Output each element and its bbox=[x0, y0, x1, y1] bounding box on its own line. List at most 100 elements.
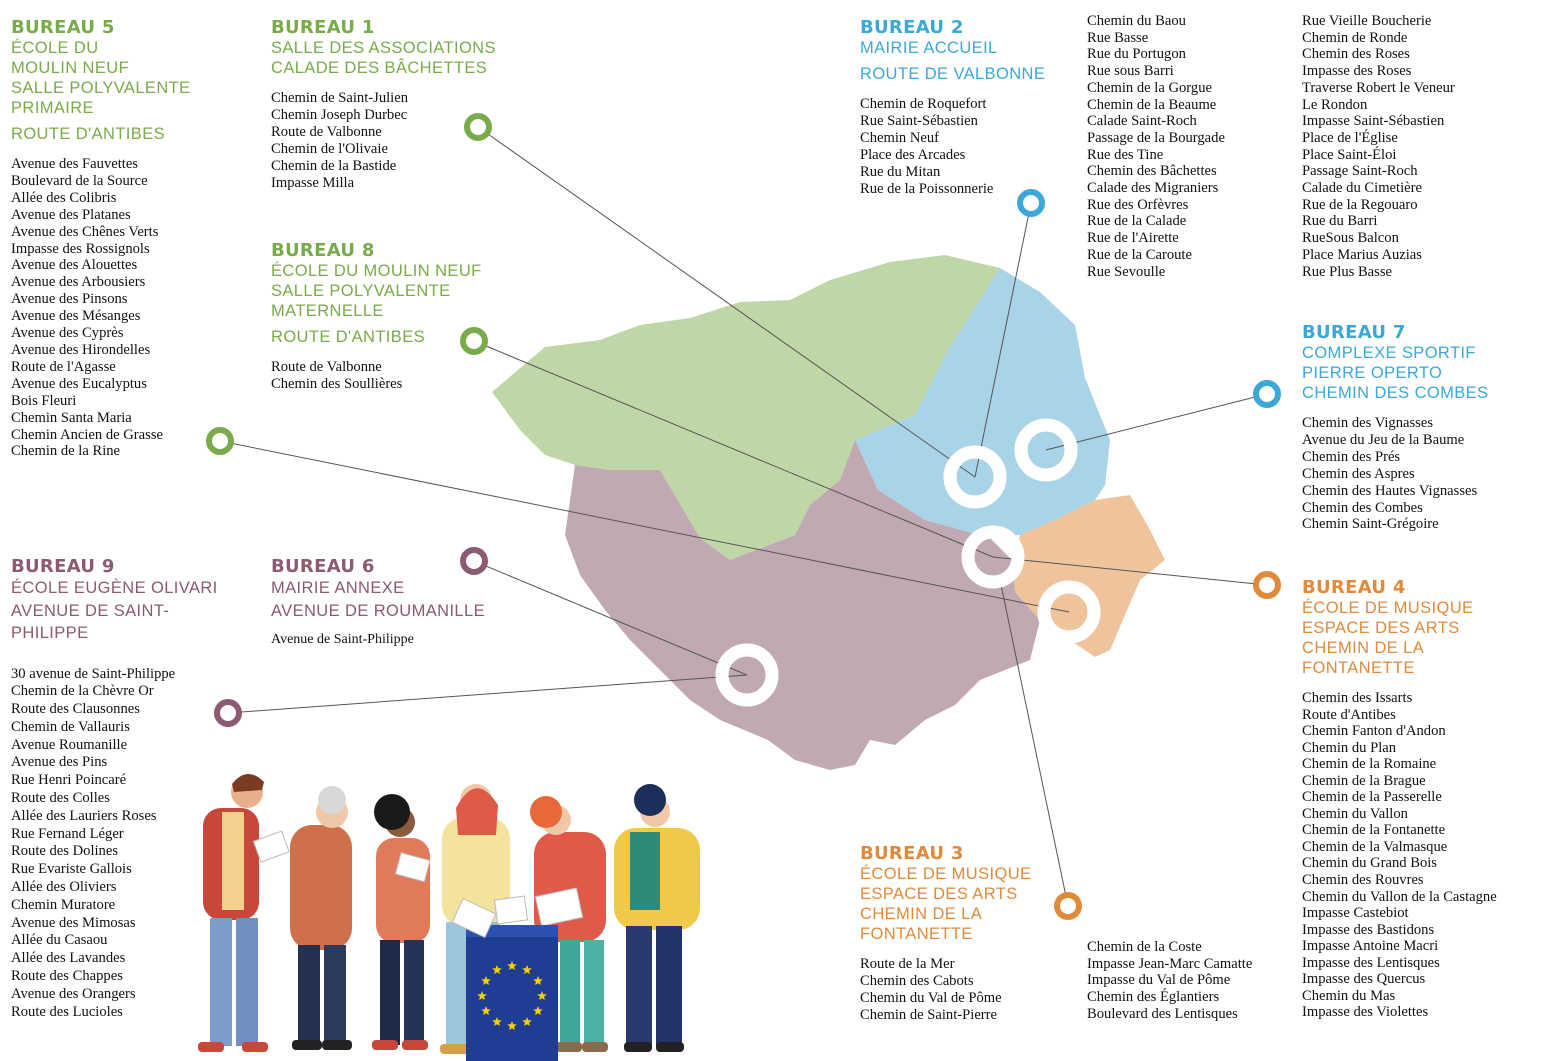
street-name: Avenue Roumanille bbox=[11, 736, 128, 753]
street-name: Allée des Lauriers Roses bbox=[11, 807, 157, 824]
street-name: Chemin de la Valmasque bbox=[1302, 838, 1448, 855]
bureau-title: BUREAU 4 bbox=[1302, 577, 1406, 598]
street-name: Chemin du Val de Pôme bbox=[860, 989, 1002, 1006]
street-name: Chemin de l'Olivaie bbox=[271, 140, 388, 157]
eu-star-icon bbox=[492, 965, 502, 975]
street-name: Rue de la Poissonnerie bbox=[860, 180, 994, 197]
bureau-location: SALLE DES ASSOCIATIONS CALADE DES BÂCHET… bbox=[271, 39, 496, 77]
street-name: Chemin des Cabots bbox=[860, 972, 974, 989]
bureau-title: BUREAU 3 bbox=[860, 843, 964, 864]
ballot-box-icon bbox=[451, 895, 558, 1061]
street-name: Avenue des Platanes bbox=[11, 206, 131, 223]
street-name: Impasse des Violettes bbox=[1302, 1004, 1429, 1021]
street-name: Avenue des Mimosas bbox=[11, 914, 136, 931]
street-name: Passage Saint-Roch bbox=[1302, 163, 1418, 180]
eu-star-icon bbox=[537, 991, 547, 1000]
street-name: Allée des Colibris bbox=[11, 189, 117, 206]
bureau-title: BUREAU 6 bbox=[271, 556, 375, 577]
connector-b4 bbox=[992, 556, 1268, 586]
voters-illustration bbox=[198, 773, 700, 1061]
street-name: Rue Plus Basse bbox=[1302, 263, 1392, 280]
bureau-2-block: BUREAU 2 MAIRIE ACCUEIL ROUTE DE VALBONN… bbox=[860, 17, 1075, 197]
bureau-9-block: BUREAU 9 ÉCOLE EUGÈNE OLIVARI AVENUE DE … bbox=[11, 556, 231, 1021]
bureau-address: AVENUE DE ROUMANILLE bbox=[271, 601, 485, 620]
street-name: Rue sous Barri bbox=[1087, 63, 1174, 80]
eu-star-icon bbox=[533, 1006, 543, 1015]
street-name: Chemin Saint-Grégoire bbox=[1302, 516, 1439, 533]
street-name: Rue de la Caroute bbox=[1087, 246, 1192, 263]
street-name: Avenue des Alouettes bbox=[11, 257, 138, 274]
bureau-address: ROUTE DE VALBONNE bbox=[860, 65, 1046, 83]
street-name: Impasse des Lentisques bbox=[1302, 954, 1440, 971]
connector-b7 bbox=[1045, 393, 1268, 451]
bureau-7-block: BUREAU 7 COMPLEXE SPORTIF PIERRE OPERTO … bbox=[1302, 322, 1532, 533]
connector-b5 bbox=[219, 440, 1070, 613]
street-name: Chemin du Mas bbox=[1302, 987, 1396, 1004]
street-name: Route des Clausonnes bbox=[11, 701, 140, 718]
street-name: Allée du Casaou bbox=[11, 932, 108, 949]
street-name: Avenue des Mésanges bbox=[11, 308, 141, 325]
street-name: Chemin des Prés bbox=[1302, 448, 1401, 465]
street-name: Chemin de Roquefort bbox=[860, 96, 987, 112]
street-name: Chemin du Plan bbox=[1302, 739, 1397, 756]
street-name: Route de Valbonne bbox=[271, 123, 382, 140]
street-name: Rue du Barri bbox=[1302, 213, 1378, 230]
street-name: Route d'Antibes bbox=[1302, 706, 1396, 723]
street-name: Avenue des Pinsons bbox=[11, 291, 128, 308]
connector-b9 bbox=[227, 674, 748, 714]
street-name: Chemin des Vignasses bbox=[1302, 415, 1434, 431]
street-name: Chemin du Baou bbox=[1087, 13, 1186, 29]
street-name: Place de l'Église bbox=[1302, 129, 1398, 146]
street-name: Route des Colles bbox=[11, 790, 110, 807]
map-marker-ring bbox=[715, 643, 779, 707]
street-name: Impasse Antoine Macri bbox=[1302, 938, 1439, 955]
street-name: Chemin de Vallauris bbox=[11, 718, 130, 735]
street-name: Place Saint-Éloi bbox=[1302, 146, 1397, 163]
bureau-address: ROUTE D'ANTIBES bbox=[271, 328, 426, 346]
street-name: Rue Vieille Boucherie bbox=[1302, 13, 1432, 29]
street-name: Rue du Mitan bbox=[860, 163, 941, 180]
street-name: Traverse Robert le Veneur bbox=[1302, 79, 1455, 96]
street-name: Chemin Ancien de Grasse bbox=[11, 426, 163, 443]
street-name: Avenue des Eucalyptus bbox=[11, 375, 147, 392]
street-name: Chemin des Roses bbox=[1302, 46, 1410, 63]
bureau-location: ÉCOLE DU MOULIN NEUF SALLE POLYVALENTE M… bbox=[271, 262, 482, 320]
street-name: Route de la Mer bbox=[860, 956, 955, 972]
street-name: Rue de la Regouaro bbox=[1302, 196, 1418, 213]
street-name: Passage de la Bourgade bbox=[1087, 129, 1225, 146]
street-name: Chemin des Soullières bbox=[271, 375, 403, 392]
eu-star-icon bbox=[522, 965, 532, 975]
street-name: Avenue des Pins bbox=[11, 754, 108, 771]
bureau-title: BUREAU 7 bbox=[1302, 322, 1406, 343]
street-name: Avenue des Orangers bbox=[11, 985, 136, 1002]
street-name: Avenue des Cyprès bbox=[11, 325, 124, 342]
map-marker-ring bbox=[1037, 580, 1101, 644]
voter-person-icon bbox=[614, 784, 700, 1052]
street-name: Rue Henri Poincaré bbox=[11, 772, 127, 789]
street-name: Rue Fernand Léger bbox=[11, 825, 124, 842]
bureau-title: BUREAU 2 bbox=[860, 17, 964, 38]
eu-star-icon bbox=[507, 961, 517, 970]
street-name: Le Rondon bbox=[1302, 96, 1368, 113]
street-name: Rue de la Calade bbox=[1087, 213, 1187, 230]
street-name: Avenue du Jeu de la Baume bbox=[1302, 431, 1465, 448]
zone-mauve bbox=[565, 440, 1040, 770]
endpoint-dot-b8 bbox=[460, 327, 488, 355]
map-marker-ring bbox=[1014, 418, 1078, 482]
bureau-3-block: BUREAU 3 ÉCOLE DE MUSIQUE ESPACE DES ART… bbox=[860, 843, 1075, 1024]
voter-person-icon bbox=[290, 786, 352, 1050]
street-name: 30 avenue de Saint-Philippe bbox=[11, 665, 176, 682]
endpoint-dot-b2 bbox=[1017, 189, 1045, 217]
map-marker-ring bbox=[961, 525, 1025, 589]
street-name: Rue Evariste Gallois bbox=[11, 861, 132, 878]
street-name: Rue des Tine bbox=[1087, 146, 1164, 163]
street-name: Rue des Orfèvres bbox=[1087, 196, 1189, 213]
street-name: Impasse des Rossignols bbox=[11, 240, 150, 257]
street-name: Chemin de la Bastide bbox=[271, 157, 397, 174]
voter-person-icon bbox=[530, 796, 608, 1052]
